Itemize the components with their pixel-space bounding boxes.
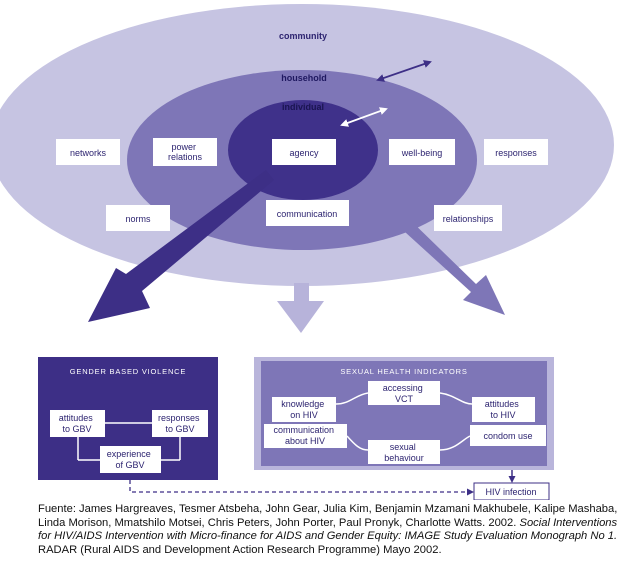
- shi-knowledge-line-1: knowledge: [281, 399, 324, 409]
- shi-attitudes-box: [472, 397, 535, 422]
- gbv-attitudes-box: [50, 410, 105, 437]
- power-relations-box: [153, 138, 217, 166]
- hiv-infection-label: HIV infection: [485, 487, 536, 497]
- shi-knowledge-label: knowledge on HIV: [281, 399, 327, 420]
- well-being-label: well-being: [401, 148, 443, 158]
- gbv-responses-line-2: to GBV: [165, 424, 194, 434]
- shi-accessing-line-1: accessing: [383, 383, 423, 393]
- household-community-arrow: [376, 60, 432, 82]
- power-relations-line-1: power: [171, 142, 196, 152]
- gbv-experience-box: [100, 446, 161, 473]
- relationships-label: relationships: [443, 214, 494, 224]
- individual-label: individual: [282, 102, 324, 112]
- power-relations-line-2: relations: [168, 152, 203, 162]
- gbv-big-arrow: [88, 170, 274, 322]
- individual-household-arrow: [340, 107, 388, 127]
- gbv-attitudes-line-1: attitudes: [59, 413, 94, 423]
- gbv-experience-line-1: experience: [107, 449, 151, 459]
- gbv-experience-line-2: of GBV: [115, 460, 144, 470]
- shi-connector-right-low: [439, 435, 471, 451]
- shi-communication-line-2: about HIV: [285, 436, 325, 446]
- gbv-responses-box: [152, 410, 208, 437]
- responses-box: [484, 139, 548, 165]
- shi-attitudes-line-1: attitudes: [485, 399, 520, 409]
- shi-accessing-label: accessing VCT: [383, 383, 426, 404]
- shi-sexual-line-1: sexual: [390, 442, 416, 452]
- power-relations-label: power relations: [168, 142, 203, 162]
- diagram: community household individual networks …: [0, 4, 614, 500]
- caption-title: Social Interventions for HIV/AIDS Interv…: [38, 516, 618, 543]
- shi-accessing-box: [368, 381, 440, 405]
- shi-sexual-box: [368, 440, 440, 464]
- networks-box: [56, 139, 120, 165]
- gbv-responses-line-1: responses: [158, 413, 200, 423]
- relationships-box: [434, 205, 502, 231]
- agency-box: [272, 139, 336, 165]
- shi-condom-box: [470, 425, 546, 446]
- hiv-infection-box: [473, 482, 550, 500]
- shi-sexual-line-2: behaviour: [384, 453, 424, 463]
- shi-attitudes-label: attitudes to HIV: [485, 399, 522, 420]
- shi-knowledge-line-2: on HIV: [290, 410, 318, 420]
- shi-attitudes-line-2: to HIV: [490, 410, 515, 420]
- communication-label: communication: [277, 209, 338, 219]
- networks-label: networks: [70, 148, 107, 158]
- gbv-attitudes-label: attitudes to GBV: [59, 413, 96, 434]
- agency-label: agency: [289, 148, 319, 158]
- gbv-to-hiv-dashed-arrow: [129, 480, 474, 496]
- caption-publisher: RADAR (Rural AIDS and Development Action…: [38, 543, 442, 556]
- shi-big-arrow: [394, 214, 505, 315]
- shi-connector-left: [335, 392, 369, 405]
- community-label: community: [279, 31, 327, 41]
- shi-communication-line-1: communication: [273, 425, 334, 435]
- shi-sexual-label: sexual behaviour: [384, 442, 424, 463]
- shi-title: SEXUAL HEALTH INDICATORS: [340, 367, 467, 376]
- shi-knowledge-box: [272, 397, 336, 422]
- gbv-title: GENDER BASED VIOLENCE: [70, 367, 186, 376]
- gbv-responses-label: responses to GBV: [158, 413, 202, 434]
- norms-box: [106, 205, 170, 231]
- caption-authors: Fuente: James Hargreaves, Tesmer Atsbeha…: [38, 503, 618, 529]
- norms-label: norms: [125, 214, 151, 224]
- communication-box: [266, 200, 349, 226]
- shi-connector-left-low: [346, 435, 369, 451]
- shi-connector-right: [439, 392, 473, 405]
- source-caption: Fuente: James Hargreaves, Tesmer Atsbeha…: [38, 503, 623, 557]
- shi-accessing-line-2: VCT: [395, 394, 414, 404]
- shi-communication-box: [264, 424, 347, 448]
- shi-communication-label: communication about HIV: [273, 425, 336, 446]
- household-label: household: [281, 73, 327, 83]
- center-down-arrow: [277, 283, 324, 333]
- responses-label: responses: [495, 148, 537, 158]
- well-being-box: [389, 139, 455, 165]
- shi-condom-label: condom use: [483, 431, 532, 441]
- gbv-attitudes-line-2: to GBV: [62, 424, 91, 434]
- gbv-experience-label: experience of GBV: [107, 449, 154, 470]
